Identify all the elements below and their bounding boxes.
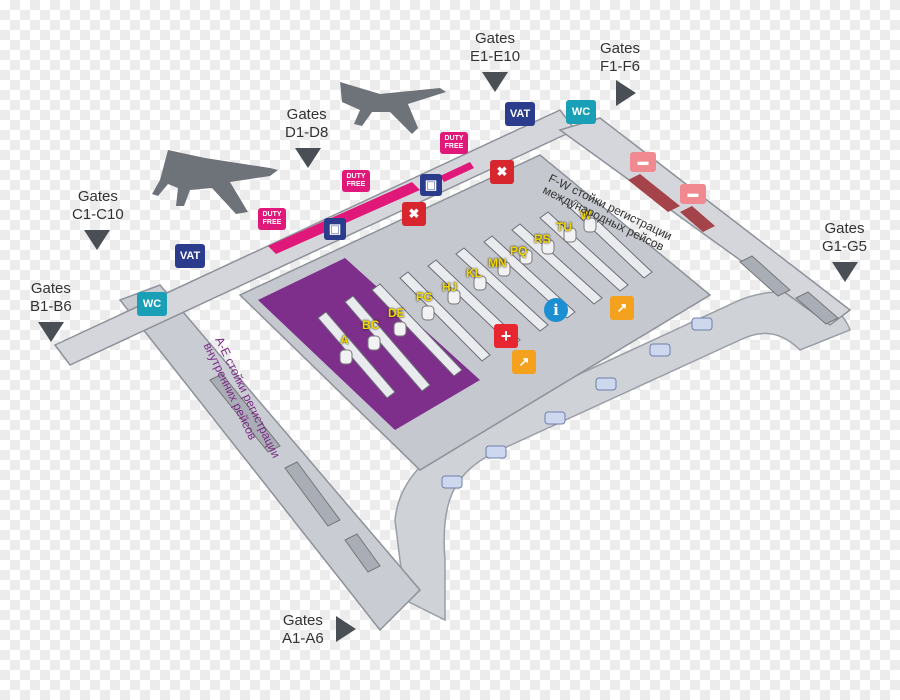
gate-label-d: Gates D1-D8 — [285, 106, 329, 141]
counter-zone-label: TU — [556, 220, 572, 234]
counter-zone-label: W — [580, 208, 592, 222]
hotel-icon: ▬ — [630, 152, 656, 172]
gate-label-e: Gates E1-E10 — [470, 30, 521, 65]
wc-sign: WC — [137, 292, 167, 316]
gate-label-c: Gates C1-C10 — [72, 188, 124, 223]
gate-label-a: Gates A1-A6 — [282, 612, 324, 647]
escalator-icon: ↗ — [610, 296, 634, 320]
no-entry-icon: ✖ — [402, 202, 426, 226]
counter-zone-label: A — [340, 333, 349, 347]
counter-zone-label: FG — [416, 290, 433, 304]
hotel-icon: ▬ — [680, 184, 706, 204]
counter-zone-label: RS — [534, 232, 551, 246]
counter-zone-label: PQ — [510, 244, 528, 258]
counter-zone-label: KL — [466, 266, 482, 280]
luggage-icon: ▣ — [420, 174, 442, 196]
escalator-icon: ↗ — [512, 350, 536, 374]
pier-a — [118, 284, 422, 632]
arrow-right-icon — [616, 80, 636, 106]
hotel-blocks — [628, 174, 715, 232]
counter-posts — [339, 217, 597, 365]
counter-zone-label: MN — [488, 256, 507, 270]
checkin-counters — [317, 199, 653, 399]
duty-free-sign: DUTY FREE — [258, 208, 286, 230]
bus-icons — [441, 317, 713, 489]
vat-refund-sign: VAT — [505, 102, 535, 126]
pier-a-blocks — [209, 373, 381, 573]
arrow-down-icon — [38, 322, 64, 342]
arrow-down-icon — [84, 230, 110, 250]
counter-zone-label: HJ — [442, 280, 458, 294]
gate-label-b: Gates B1-B6 — [30, 280, 72, 315]
counter-zone-label: BC — [362, 318, 380, 332]
pier-fg-blocks — [739, 255, 839, 325]
no-entry-icon: ✖ — [490, 160, 514, 184]
airplane-icon — [340, 82, 446, 134]
duty-free-sign: DUTY FREE — [440, 132, 468, 154]
counter-zone-label: DE — [388, 306, 405, 320]
luggage-icon: ▣ — [324, 218, 346, 240]
arrow-down-icon — [295, 148, 321, 168]
arrow-down-icon — [832, 262, 858, 282]
duty-free-sign: DUTY FREE — [342, 170, 370, 192]
airplane-icon — [152, 150, 278, 214]
arrow-down-icon — [482, 72, 508, 92]
wc-sign: WC — [566, 100, 596, 124]
gate-label-g: Gates G1-G5 — [822, 220, 868, 255]
info-icon: i — [544, 298, 568, 322]
gate-label-f: Gates F1-F6 — [600, 40, 641, 75]
vat-refund-sign: VAT — [175, 244, 205, 268]
first-aid-icon: + — [494, 324, 518, 348]
arrow-right-icon — [336, 616, 356, 642]
